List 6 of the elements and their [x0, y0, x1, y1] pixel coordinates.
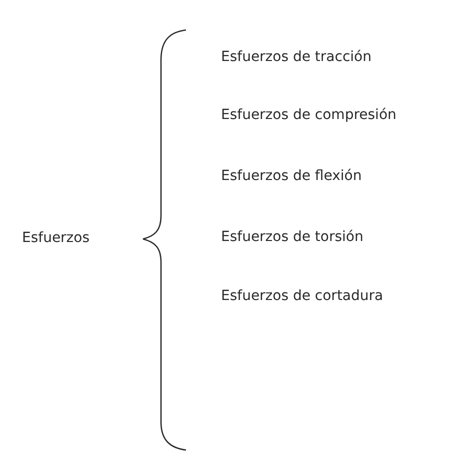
item-label: Esfuerzos de compresión [221, 106, 396, 124]
item-label: Esfuerzos de tracción [221, 48, 372, 66]
item-label: Esfuerzos de cortadura [221, 287, 384, 305]
category-label: Esfuerzos [22, 229, 90, 247]
item-label: Esfuerzos de flexión [221, 167, 362, 185]
item-label: Esfuerzos de torsión [221, 228, 364, 246]
